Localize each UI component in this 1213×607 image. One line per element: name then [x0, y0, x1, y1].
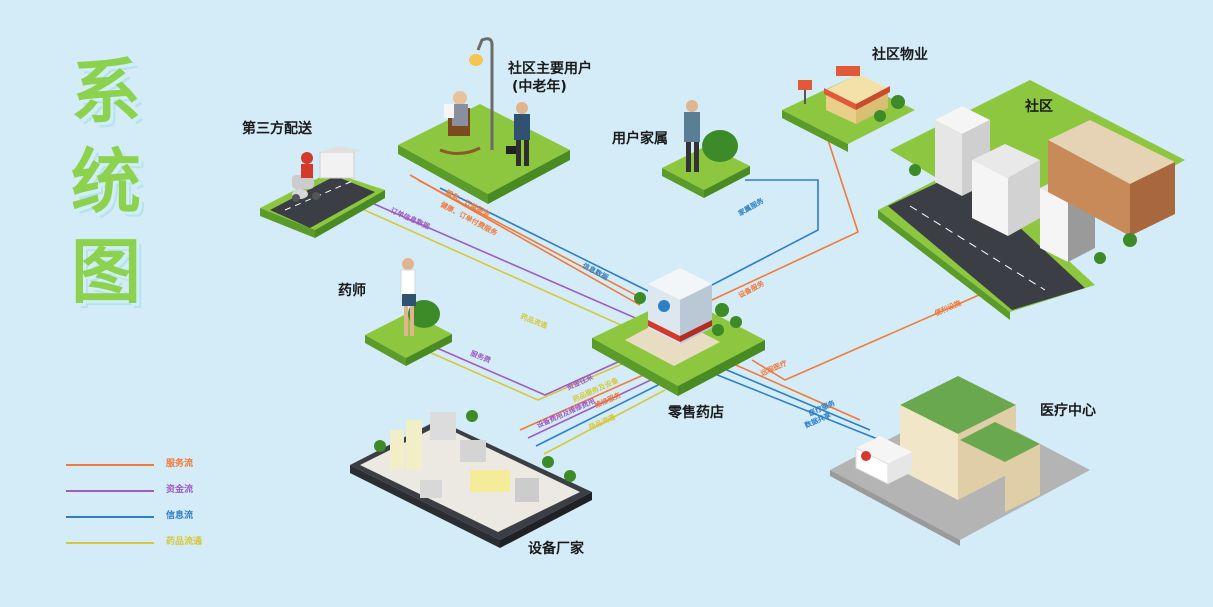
- ambulance-icon: [855, 436, 912, 485]
- user-family-node: [662, 100, 750, 198]
- label-community-property: 社区物业: [872, 47, 928, 63]
- legend-swatch-info: [66, 516, 154, 518]
- legend-label-drug: 药品流通: [166, 537, 203, 547]
- flow-line-delivery-fund: [364, 199, 641, 321]
- flow-line-family-info: [711, 179, 819, 286]
- flow-label-family: 家属服务: [737, 195, 767, 217]
- pharmacist-person-icon: [400, 258, 416, 336]
- elderly-rocking-chair-icon: [439, 91, 481, 155]
- label-pharmacist: 药师: [338, 283, 366, 299]
- legend: 服务流 资金流 信息流 药品流通: [66, 456, 226, 560]
- label-user-family: 用户家属: [612, 131, 668, 147]
- property-shop-icon: [824, 66, 890, 124]
- title-char-3: 图: [71, 231, 141, 313]
- delivery-node: [260, 146, 385, 238]
- legend-label-info: 信息流: [166, 511, 194, 521]
- label-third-party-delivery: 第三方配送: [242, 121, 312, 137]
- flow-label-equip-a: 药品流通: [587, 412, 617, 432]
- flow-line-medical-info-1: [714, 364, 871, 431]
- community-users-node: [398, 37, 570, 204]
- label-community: 社区: [1025, 99, 1053, 115]
- equipment-maker-node: [350, 410, 592, 548]
- community-buildings-icon: [935, 106, 1175, 262]
- flow-line-delivery-drug: [359, 207, 633, 331]
- community-property-node: [782, 66, 915, 152]
- label-medical-center: 医疗中心: [1040, 403, 1096, 419]
- legend-item-drug: 药品流通: [66, 534, 226, 560]
- flow-line-medical-service: [719, 357, 861, 421]
- flow-label-delivery: 订单信息数据: [389, 206, 431, 231]
- flow-line-equip-info: [535, 383, 661, 447]
- flow-line-medical-info-2: [709, 371, 881, 441]
- flow-line-equip-drug: [543, 389, 666, 455]
- hospital-building-icon: [900, 376, 1040, 512]
- flow-line-equip-service: [519, 371, 651, 431]
- flow-lines: [359, 139, 996, 455]
- legend-item-info: 信息流: [66, 508, 226, 534]
- legend-item-service: 服务流: [66, 456, 226, 482]
- flow-line-community-service: [751, 287, 996, 381]
- flow-line-users-info: [439, 187, 651, 293]
- flow-line-users-service-2: [417, 179, 646, 301]
- label-equipment-maker: 设备厂家: [528, 541, 584, 557]
- pharmacist-node: [365, 258, 452, 366]
- legend-label-service: 服务流: [166, 459, 194, 469]
- flow-label-pharmacist-fee: 服务费: [469, 349, 492, 365]
- flow-label-users-info: 信息数据: [581, 261, 610, 282]
- title-char-1: 系: [71, 51, 141, 133]
- legend-swatch-fund: [66, 490, 154, 492]
- medical-center-node: [830, 376, 1090, 546]
- flow-line-pharmacist-fund: [429, 344, 641, 396]
- legend-swatch-service: [66, 464, 154, 466]
- title-char-2: 统: [71, 141, 141, 223]
- flow-label-medical-c: 远程医疗: [759, 358, 788, 378]
- flow-label-pharmacist-flow: 药品流通: [519, 312, 549, 331]
- retail-pharmacy-node: [592, 268, 765, 396]
- flow-line-equip-fund: [527, 377, 656, 439]
- family-member-icon: [684, 100, 700, 172]
- factory-buildings-icon: [390, 412, 539, 502]
- label-community-main-users-sub: (中老年): [512, 79, 567, 95]
- businessman-icon: [506, 102, 530, 166]
- community-node: [878, 80, 1185, 320]
- signboard-icon: [798, 80, 812, 104]
- pharmacy-building-icon: [648, 268, 712, 344]
- legend-swatch-drug: [66, 542, 154, 544]
- flow-line-pharmacist-drug: [419, 347, 637, 401]
- flow-label-community-flow: 便利设施: [933, 298, 962, 318]
- legend-item-fund: 资金流: [66, 482, 226, 508]
- flow-line-property-service: [711, 139, 859, 301]
- legend-label-fund: 资金流: [166, 485, 194, 495]
- delivery-scooter-icon: [292, 146, 360, 202]
- label-retail-pharmacy: 零售药店: [668, 405, 724, 421]
- street-lamp-icon: [469, 37, 494, 150]
- label-community-main-users: 社区主要用户: [508, 61, 592, 77]
